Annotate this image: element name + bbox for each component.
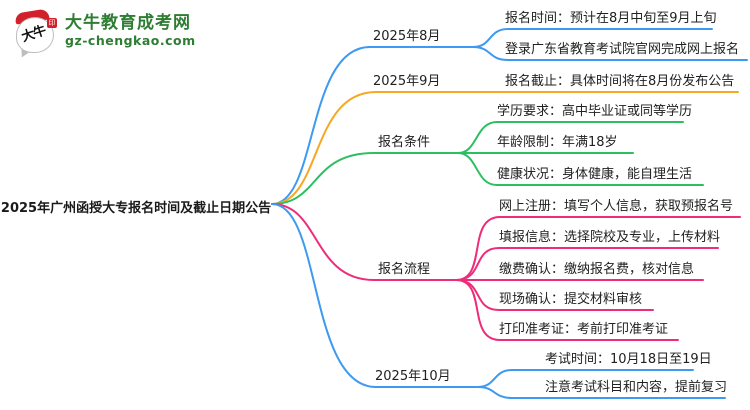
leaf-node-process-5: 打印准考证：考前打印准考证: [499, 322, 669, 337]
leaf-node-conditions-1: 学历要求：高中毕业证或同等学历: [497, 104, 693, 119]
leaf-line-conditions-3: [457, 152, 704, 186]
branch-label-process: 报名流程: [378, 262, 431, 277]
leaf-node-conditions-2: 年龄限制：年满18岁: [497, 135, 618, 150]
branch-label-sep: 2025年9月: [373, 74, 441, 89]
leaf-node-process-1: 网上注册：填写个人信息，获取预报名号: [499, 199, 734, 214]
branch-label-aug: 2025年8月: [373, 29, 441, 44]
branch-label-oct: 2025年10月: [375, 369, 451, 384]
leaf-line-oct-2: [477, 386, 726, 399]
leaf-line-conditions-1: [457, 121, 684, 154]
leaf-node-process-4: 现场确认：提交材料审核: [499, 292, 643, 307]
branch-label-conditions: 报名条件: [378, 135, 431, 150]
red-seal-icon: 印: [47, 18, 57, 28]
logo-text-block: 大牛教育成考网 gz-chengkao.com: [65, 10, 196, 48]
leaf-line-process-1: [455, 216, 741, 281]
leaf-node-aug-2: 登录广东省教育考试院官网完成网上报名: [505, 42, 740, 57]
branch-line-oct: [271, 203, 479, 388]
branch-line-conditions: [271, 152, 459, 205]
logo-site-name: 大牛教育成考网: [65, 13, 191, 33]
leaf-node-process-2: 填报信息：选择院校及专业，上传材料: [499, 230, 721, 245]
leaf-node-process-3: 缴费确认：缴纳报名费，核对信息: [499, 262, 695, 277]
leaf-node-conditions-3: 健康状况：身体健康，能自理生活: [497, 167, 693, 182]
branch-line-aug: [271, 46, 474, 205]
leaf-node-oct-1: 考试时间：10月18日至19日: [545, 352, 712, 367]
leaf-line-aug-2: [472, 46, 748, 61]
branch-line-process: [271, 203, 457, 281]
branch-line-sep: [271, 91, 739, 205]
leaf-line-aug-1: [472, 28, 713, 48]
cow-mascot-icon: 大牛 印: [14, 8, 60, 60]
root-node: 2025年广州函授大专报名时间及截止日期公告: [0, 201, 272, 216]
leaf-node-aug-1: 报名时间：预计在8月中旬至9月上旬: [505, 11, 717, 26]
leaf-line-process-5: [455, 279, 679, 341]
leaf-node-sep-1: 报名截止：具体时间将在8月份发布公告: [505, 74, 735, 89]
leaf-node-oct-2: 注意考试科目和内容，提前复习: [545, 380, 728, 395]
logo-site-domain: gz-chengkao.com: [65, 33, 196, 48]
leaf-line-process-2: [455, 247, 719, 281]
site-logo: 大牛 印 大牛教育成考网 gz-chengkao.com: [14, 8, 196, 60]
